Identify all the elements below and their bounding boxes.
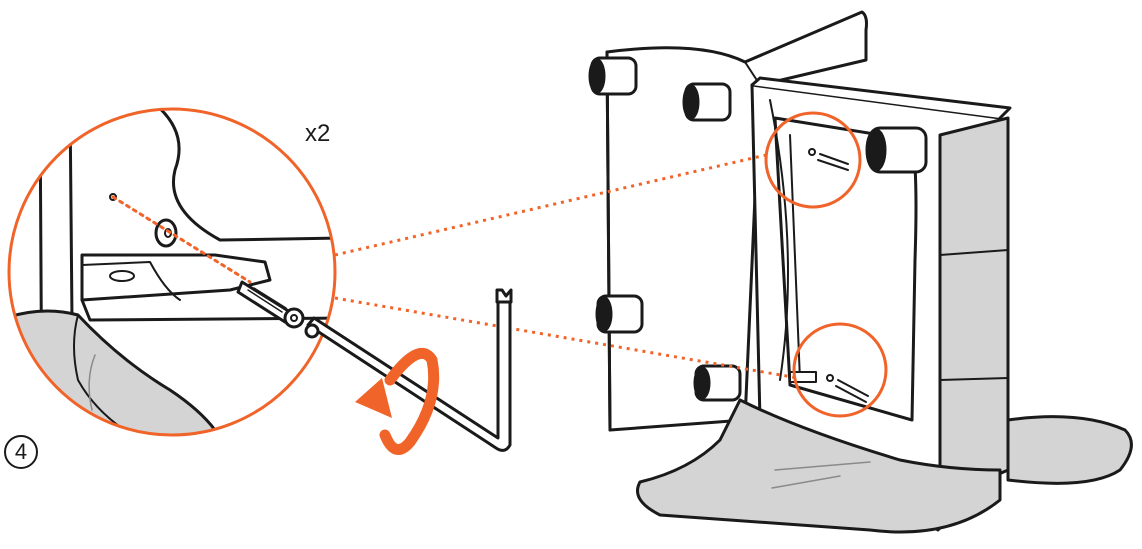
hex-key-icon [304, 288, 513, 452]
screw-icon [236, 280, 305, 329]
leg-cap [682, 82, 732, 122]
zoom-detail [9, 109, 335, 435]
step-number-badge: 4 [4, 435, 38, 469]
bolt-lower [789, 371, 869, 403]
chair-assembly [588, 10, 1133, 534]
leader-lines [334, 153, 799, 380]
leg-cap [588, 56, 638, 96]
back-panel [605, 10, 868, 432]
quantity-label: x2 [305, 120, 331, 147]
zoom-detail-border [7, 107, 337, 437]
bolt-upper [808, 148, 849, 171]
leg-cap [595, 294, 644, 334]
side-panel [938, 116, 1010, 502]
leg-cap [865, 126, 928, 174]
detail-circle-lower [792, 322, 888, 418]
detail-circle-upper [764, 111, 862, 209]
leg-cap [693, 364, 742, 402]
rotate-arrow-icon [355, 347, 440, 455]
washer-icon [154, 218, 178, 248]
